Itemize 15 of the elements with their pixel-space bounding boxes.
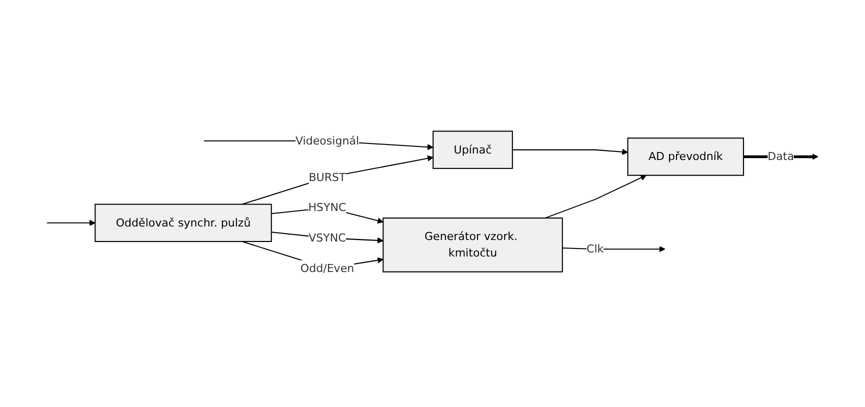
edge-label: BURST [308,170,346,184]
edge-label: HSYNC [308,200,346,214]
node-box: Generátor vzork. kmitočtu [382,217,563,272]
arrow [242,155,434,205]
arrow [46,220,96,226]
edge-label: VSYNC [308,231,346,244]
node-box: Oddělovač synchr. pulzů [94,204,272,242]
node-box: AD převodník [627,137,744,176]
edge-label: Clk [586,242,604,256]
edge-label: Data [768,150,794,163]
edge-label: Videosignál [295,134,360,147]
arrow [512,148,628,155]
edge-label: Odd/Even [300,261,354,274]
node-box: Upínač [432,130,513,169]
arrow [562,246,666,252]
